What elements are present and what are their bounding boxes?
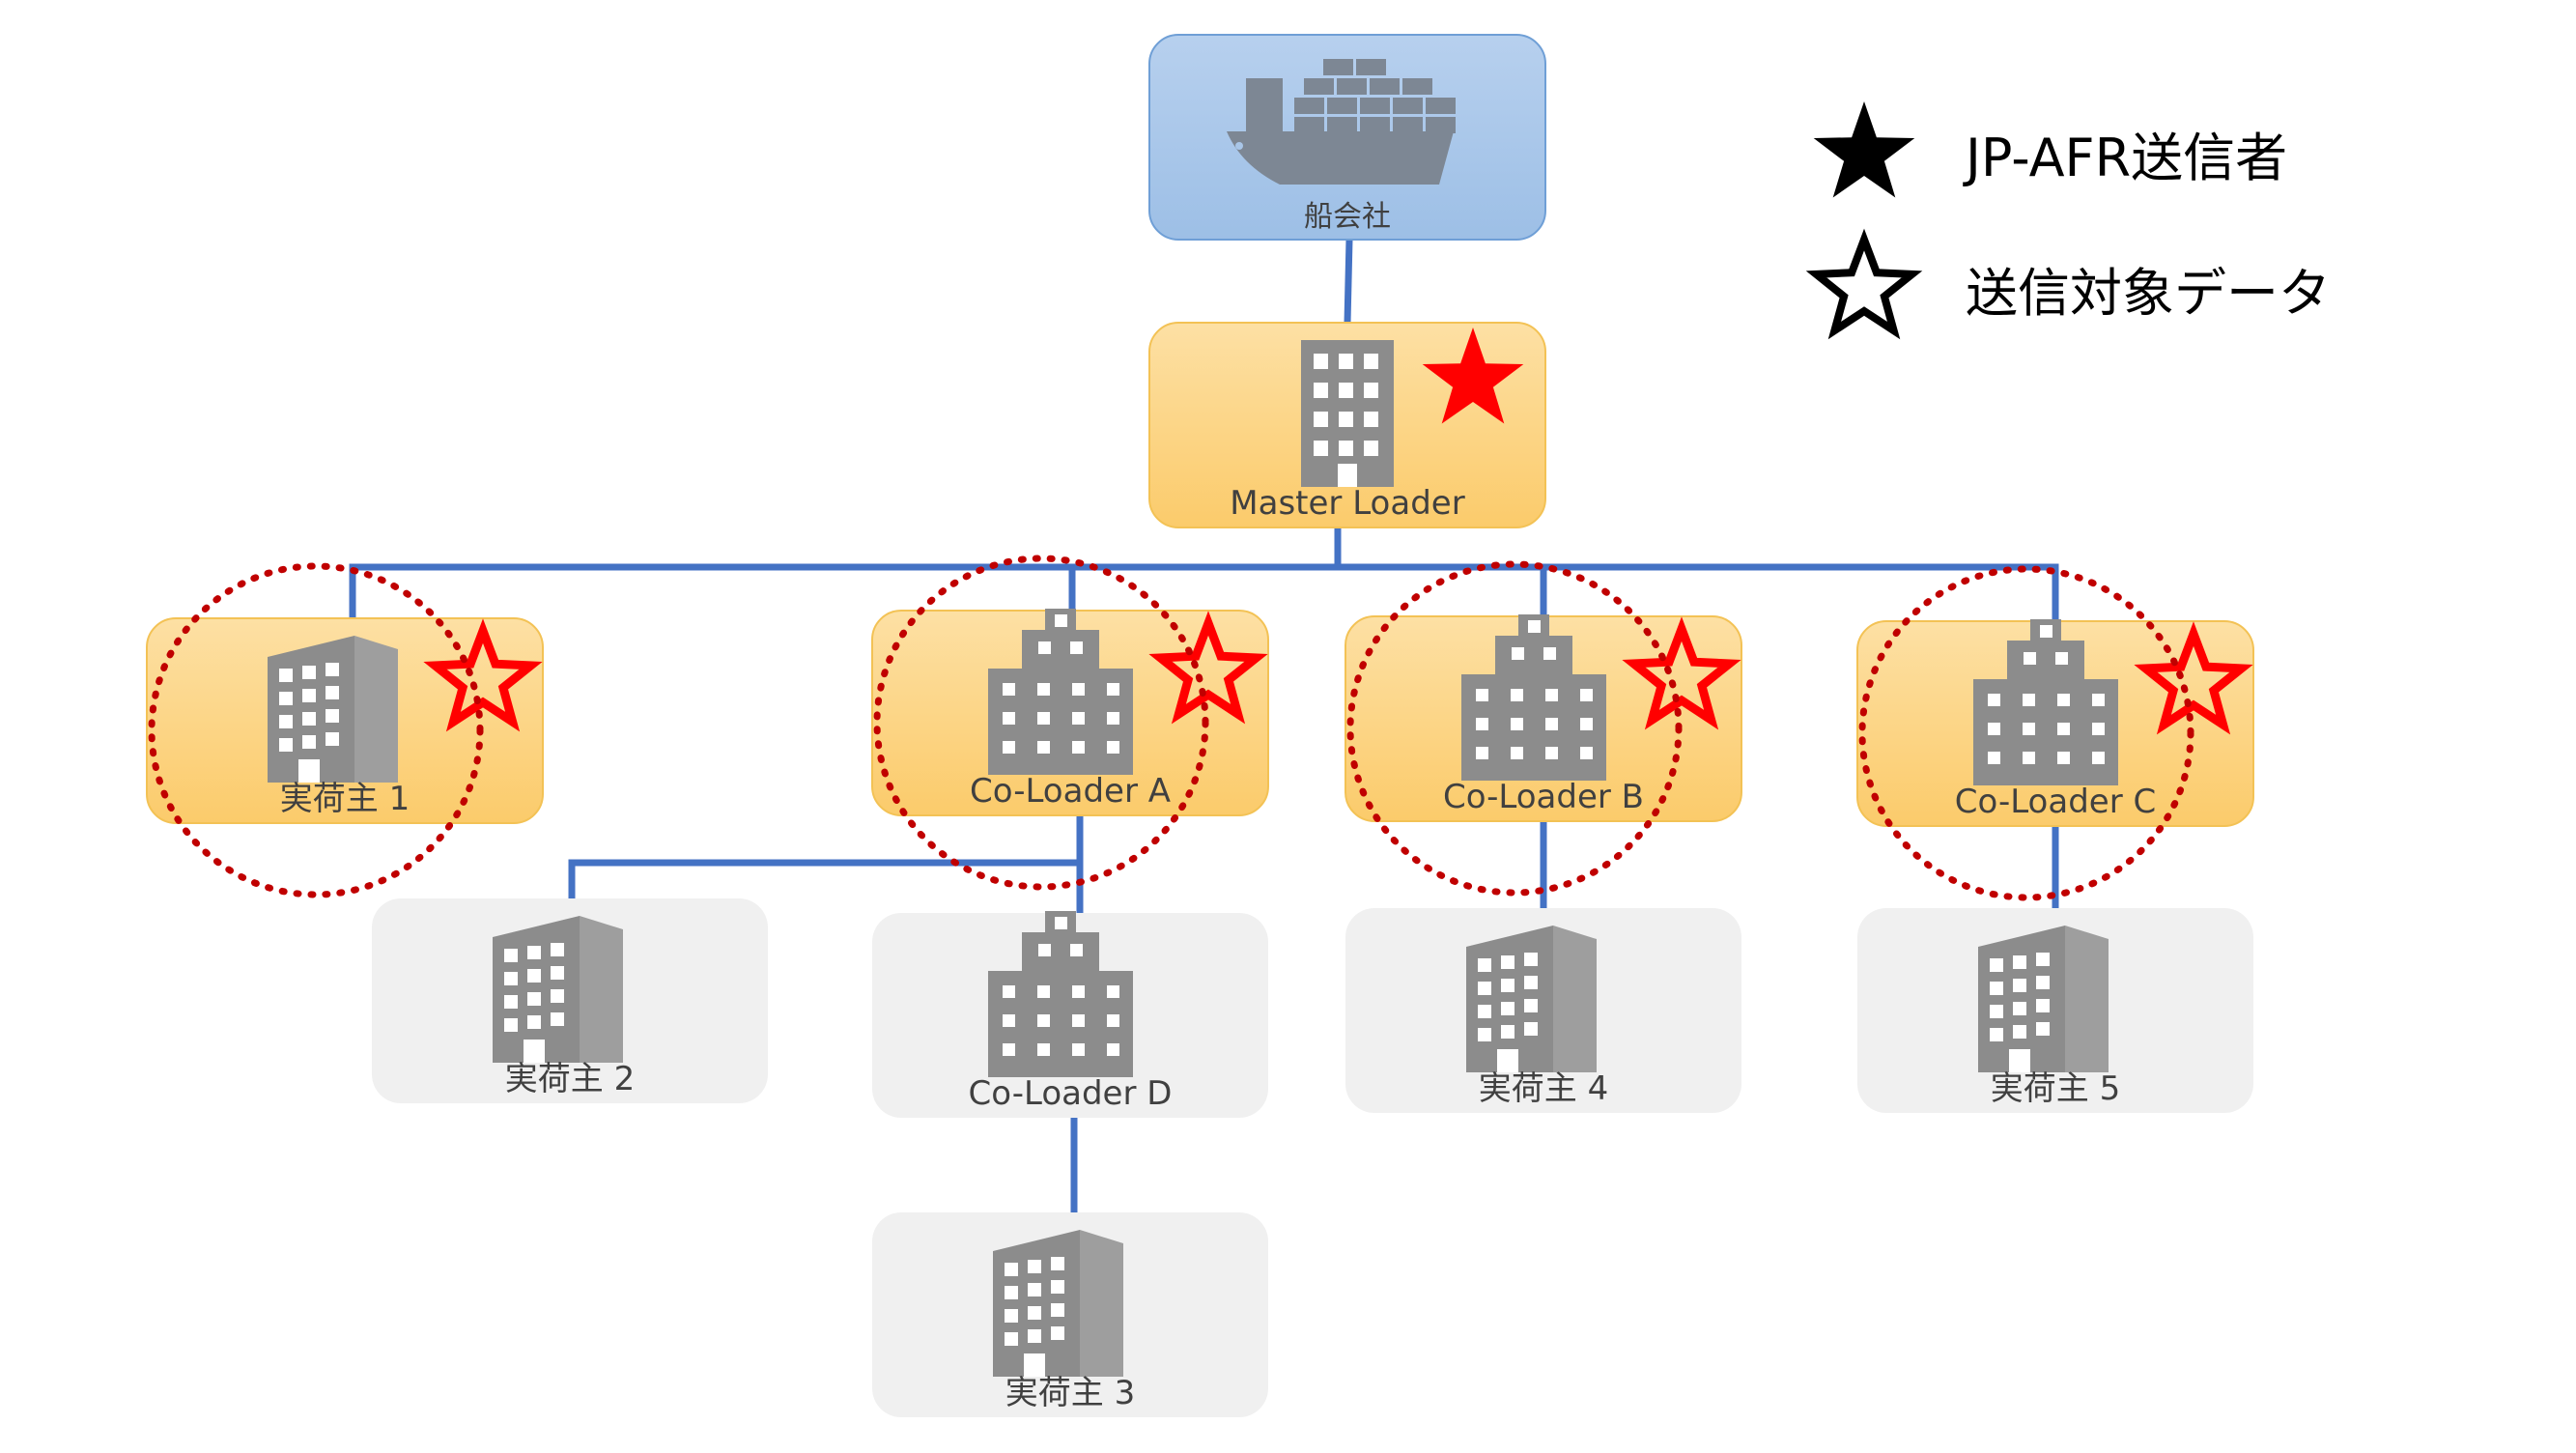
- building-icon: [1978, 926, 2109, 1072]
- filled-star-icon: [1422, 328, 1524, 424]
- legend-item-sender: JP-AFR送信者: [1813, 101, 2287, 198]
- legend-label: 送信対象データ: [1966, 263, 2331, 324]
- node-carrier: 船会社: [1148, 34, 1546, 241]
- node-shipper4: 実荷主 4: [1345, 908, 1741, 1113]
- filled-star-icon: [1813, 101, 1915, 198]
- building-icon: [1466, 926, 1597, 1072]
- node-shipper3: 実荷主 3: [872, 1212, 1268, 1417]
- connector-master-to-coloader-b: [1338, 563, 1547, 616]
- office-tower-icon: [1301, 340, 1394, 487]
- outline-star-icon: [1805, 228, 1923, 340]
- node-layer: 船会社 Master Loader 実荷主 1 Co-Loader A Co-Loade…: [146, 34, 2254, 1417]
- node-label: Co-Loader A: [970, 772, 1171, 811]
- node-coloader-d: Co-Loader D: [872, 911, 1268, 1118]
- legend-item-target-data: 送信対象データ: [1805, 228, 2331, 340]
- node-label: Co-Loader B: [1443, 778, 1644, 816]
- building-icon: [493, 916, 623, 1063]
- connector-coloader-a-to-shipper2: [568, 815, 1084, 898]
- legend-label: JP-AFR送信者: [1963, 128, 2287, 188]
- node-shipper2: 実荷主 2: [372, 898, 768, 1103]
- node-label: 実荷主 1: [280, 780, 410, 818]
- node-label: Co-Loader D: [969, 1074, 1173, 1113]
- node-shipper1: 実荷主 1: [146, 562, 544, 898]
- office-complex-icon: [988, 911, 1133, 1077]
- office-complex-icon: [1973, 619, 2118, 785]
- node-shipper5: 実荷主 5: [1857, 908, 2253, 1113]
- office-complex-icon: [988, 609, 1133, 775]
- office-complex-icon: [1461, 614, 1606, 781]
- node-label: Co-Loader C: [1955, 783, 2156, 821]
- connector-master-to-coloader-a: [1068, 563, 1338, 611]
- highlight-circle: [148, 562, 484, 898]
- outline-star-icon: [1622, 616, 1741, 730]
- node-coloader-a: Co-Loader A: [871, 555, 1269, 891]
- node-coloader-c: Co-Loader C: [1856, 565, 2254, 901]
- connector-layer: [349, 239, 2059, 1212]
- node-label: 実荷主 4: [1479, 1069, 1608, 1108]
- node-label: 実荷主 5: [1991, 1069, 2120, 1108]
- node-master: Master Loader: [1148, 322, 1546, 528]
- node-label: 実荷主 2: [505, 1060, 635, 1098]
- node-label: Master Loader: [1230, 484, 1464, 523]
- highlight-circle: [1346, 560, 1683, 897]
- highlight-circle: [1858, 565, 2194, 901]
- highlight-circle: [873, 555, 1209, 891]
- connector-carrier-to-master: [1344, 239, 1353, 324]
- building-icon: [993, 1230, 1123, 1377]
- node-coloader-b: Co-Loader B: [1345, 560, 1742, 897]
- connector-master-to-coloader-c: [1338, 563, 2059, 621]
- node-label: 船会社: [1304, 200, 1391, 234]
- outline-star-icon: [2134, 621, 2253, 735]
- connector-master-to-shipper1: [349, 527, 1342, 618]
- building-icon: [268, 636, 398, 783]
- node-label: 実荷主 3: [1005, 1374, 1135, 1412]
- outline-star-icon: [423, 618, 543, 732]
- cargo-ship-icon: [1227, 59, 1456, 185]
- outline-star-icon: [1148, 611, 1268, 725]
